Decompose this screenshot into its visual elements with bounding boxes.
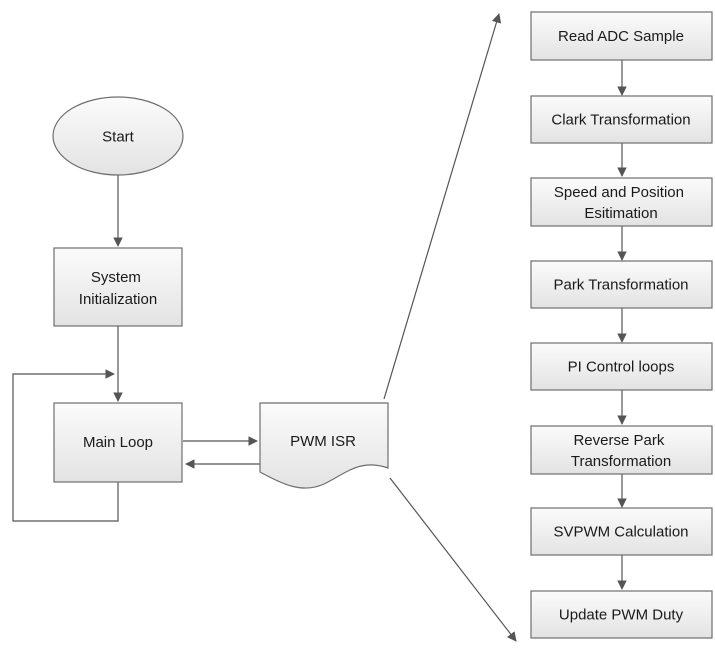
svg-text:Clark Transformation: Clark Transformation <box>551 112 690 129</box>
node-clark: Clark Transformation <box>530 95 713 144</box>
node-pwm-isr-label: PWM ISR <box>290 433 356 450</box>
edge-pwm-isr-to-update-pwm <box>389 477 517 642</box>
svg-text:PWM ISR: PWM ISR <box>290 433 356 450</box>
svg-text:Start: Start <box>102 129 135 146</box>
node-update-pwm: Update PWM Duty <box>530 590 713 639</box>
node-update-pwm-label: Update PWM Duty <box>559 607 684 624</box>
edges <box>12 13 627 642</box>
svg-text:PI Control loops: PI Control loops <box>568 359 675 376</box>
node-speed-pos: Speed and Position Esitimation <box>530 177 713 227</box>
svg-text:Update PWM Duty: Update PWM Duty <box>559 607 684 624</box>
edge-main-loop-self-loop <box>12 369 119 522</box>
node-start-label: Start <box>102 129 135 146</box>
node-start: Start <box>52 96 184 176</box>
node-read-adc: Read ADC Sample <box>530 11 713 61</box>
svg-text:Main Loop: Main Loop <box>83 434 153 451</box>
node-speed-pos-label-line1: Speed and Position <box>554 184 684 201</box>
svg-text:Speed and Position Esiti: Speed and Position Esitimation <box>554 184 688 222</box>
node-speed-pos-label-line2: Esitimation <box>584 205 657 222</box>
node-reverse-park-label-line1: Reverse Park <box>573 432 664 449</box>
node-park: Park Transformation <box>530 260 713 309</box>
node-park-label: Park Transformation <box>553 277 688 294</box>
svg-text:Read ADC Sample: Read ADC Sample <box>558 28 684 45</box>
node-pi-control-label: PI Control loops <box>568 359 675 376</box>
svg-text:Reverse Park Transformat: Reverse Park Transformation <box>571 432 671 470</box>
node-pi-control: PI Control loops <box>530 342 713 391</box>
node-pwm-isr: PWM ISR <box>259 402 389 489</box>
svg-text:SVPWM Calculation: SVPWM Calculation <box>553 524 688 541</box>
node-clark-label: Clark Transformation <box>551 112 690 129</box>
node-system-init-label-line2: Initialization <box>79 291 157 308</box>
node-main-loop: Main Loop <box>53 402 183 483</box>
node-svpwm: SVPWM Calculation <box>530 507 713 556</box>
node-system-init: System Initialization <box>53 247 183 327</box>
node-svpwm-label: SVPWM Calculation <box>553 524 688 541</box>
svg-text:System Initialization: System Initialization <box>79 269 157 308</box>
node-reverse-park-label-line2: Transformation <box>571 453 671 470</box>
node-read-adc-label: Read ADC Sample <box>558 28 684 45</box>
edge-pwm-isr-to-read-adc <box>383 13 502 400</box>
svg-text:Park Transformation: Park Transformation <box>553 277 688 294</box>
node-system-init-label-line1: System <box>91 269 141 286</box>
node-reverse-park: Reverse Park Transformation <box>530 425 713 475</box>
node-main-loop-label: Main Loop <box>83 434 153 451</box>
